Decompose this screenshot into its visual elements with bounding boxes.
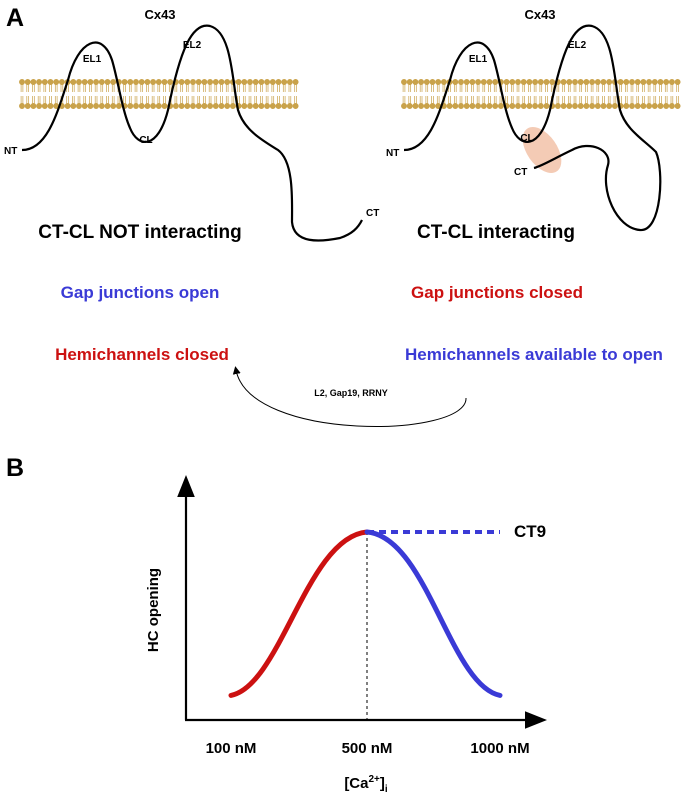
series-rising <box>228 529 370 698</box>
state-right: CT-CL interacting <box>417 222 575 243</box>
x-tick-100: 100 nM <box>206 740 257 757</box>
hemichannel-status-right: Hemichannels available to open <box>405 345 663 364</box>
gap-junction-status-right: Gap junctions closed <box>411 283 583 302</box>
curved-arrow <box>232 366 467 427</box>
el1-label-left: EL1 <box>83 54 102 65</box>
el1-label-right: EL1 <box>469 54 488 65</box>
lipid-bilayer-right <box>400 78 681 110</box>
nt-label-left: NT <box>4 146 17 157</box>
connexin-chain-right <box>403 24 662 232</box>
arrow-label: L2, Gap19, RRNY <box>314 388 388 398</box>
el2-label-left: EL2 <box>183 40 202 51</box>
nt-label-right: NT <box>386 148 399 159</box>
protein-label-left: Cx43 <box>144 7 175 22</box>
x-tick-1000: 1000 nM <box>470 740 529 757</box>
ct-label-left: CT <box>366 208 379 219</box>
cl-label-left: CL <box>139 135 152 146</box>
ct-cl-interaction-blob <box>522 127 562 173</box>
panel-letter-a: A <box>6 4 24 32</box>
x-tick-500: 500 nM <box>342 740 393 757</box>
connexin-chain-left <box>21 24 363 242</box>
hemichannel-status-left: Hemichannels closed <box>55 345 229 364</box>
protein-label-right: Cx43 <box>524 7 555 22</box>
series-falling <box>364 529 503 698</box>
lipid-bilayer-left <box>18 78 299 110</box>
cl-label-right: CL <box>520 133 533 144</box>
panel-letter-b: B <box>6 454 24 482</box>
ct-label-right: CT <box>514 167 527 178</box>
ct9-label: CT9 <box>514 522 546 541</box>
gap-junction-status-left: Gap junctions open <box>61 283 220 302</box>
state-left: CT-CL NOT interacting <box>38 222 241 243</box>
el2-label-right: EL2 <box>568 40 587 51</box>
x-axis-label: [Ca2+]i <box>344 774 388 795</box>
y-axis-label: HC opening <box>145 568 162 652</box>
